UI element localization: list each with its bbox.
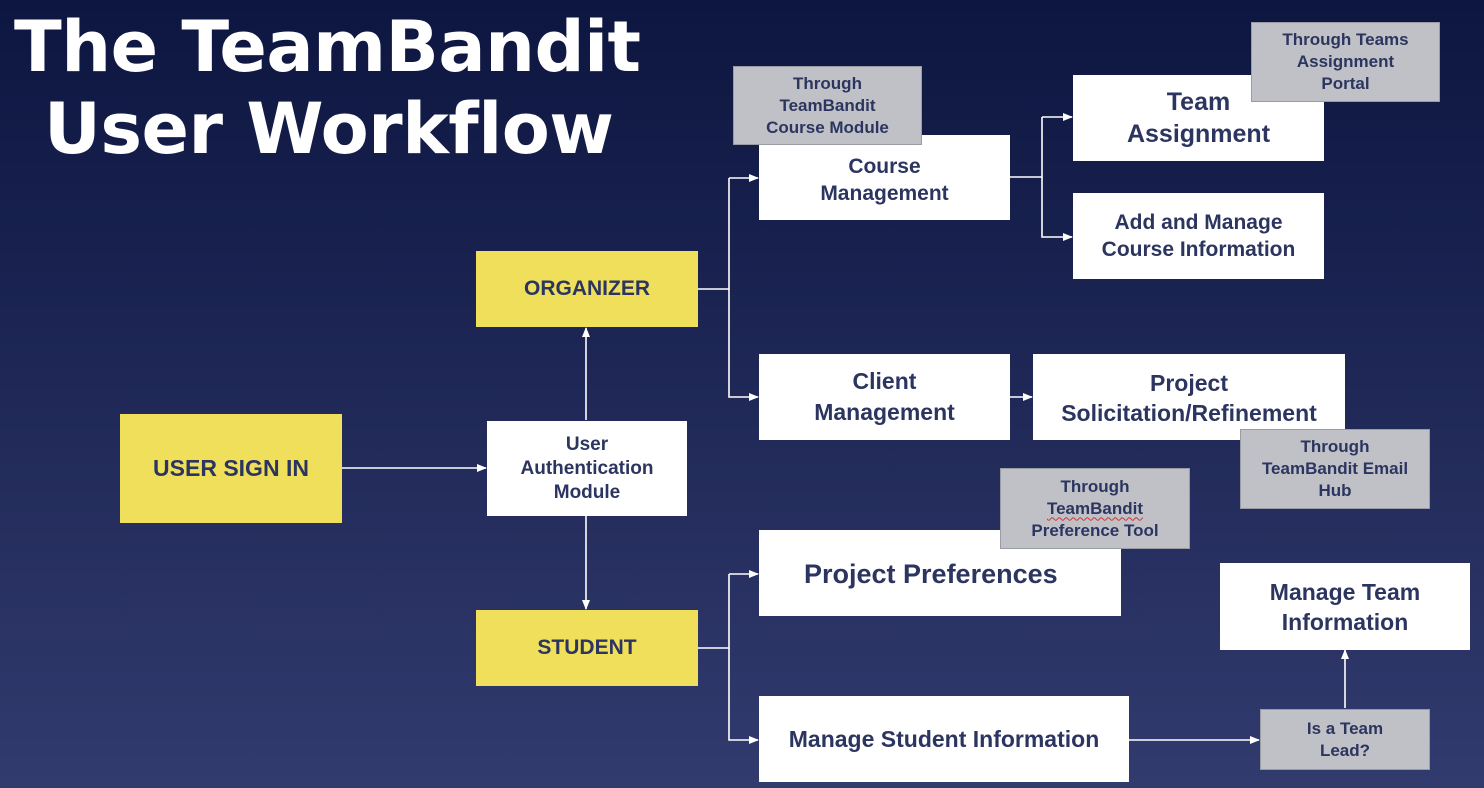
title-line-2: User Workflow bbox=[44, 88, 614, 170]
course-management-node: Course Management bbox=[759, 135, 1010, 220]
team-lead-check-note: Is a Team Lead? bbox=[1260, 709, 1430, 770]
user-sign-in-label: USER SIGN IN bbox=[153, 455, 309, 481]
student-label: STUDENT bbox=[537, 636, 637, 659]
course-management-label: Course Management bbox=[820, 154, 949, 205]
teams-portal-note: Through Teams Assignment Portal bbox=[1251, 22, 1440, 102]
arrow-to-client-management bbox=[728, 289, 759, 401]
add-course-info-node: Add and Manage Course Information bbox=[1073, 193, 1324, 279]
project-preferences-label: Project Preferences bbox=[804, 558, 1058, 589]
arrow-to-manage-student-info bbox=[728, 648, 759, 744]
preference-tool-line-3: Preference Tool bbox=[1031, 520, 1159, 540]
client-management-node: Client Management bbox=[759, 354, 1010, 440]
organizer-node: ORGANIZER bbox=[476, 251, 698, 327]
preference-tool-note: Through TeamBandit Preference Tool bbox=[1000, 468, 1190, 549]
email-hub-note-label: Through TeamBandit Email Hub bbox=[1261, 437, 1409, 500]
manage-student-info-label: Manage Student Information bbox=[788, 725, 1100, 752]
student-node: STUDENT bbox=[476, 610, 698, 686]
title-line-1: The TeamBandit bbox=[14, 6, 641, 88]
teams-portal-note-label: Through Teams Assignment Portal bbox=[1282, 30, 1409, 93]
team-lead-check-label: Is a Team Lead? bbox=[1306, 718, 1384, 760]
arrow-to-add-course-info bbox=[1041, 177, 1073, 241]
user-sign-in-node: USER SIGN IN bbox=[120, 414, 342, 523]
auth-module-label: User Authentication Module bbox=[520, 433, 654, 503]
organizer-label: ORGANIZER bbox=[524, 277, 650, 300]
organizer-branch bbox=[698, 178, 730, 290]
email-hub-note: Through TeamBandit Email Hub bbox=[1240, 429, 1430, 509]
manage-team-info-node: Manage Team Information bbox=[1220, 563, 1470, 650]
diagram-title: The TeamBandit User Workflow bbox=[14, 6, 694, 170]
preference-tool-line-2: TeamBandit bbox=[1046, 498, 1144, 518]
course-module-note: Through TeamBandit Course Module bbox=[733, 66, 922, 145]
preference-tool-line-1: Through bbox=[1060, 476, 1130, 496]
project-solicitation-label: Project Solicitation/Refinement bbox=[1061, 370, 1317, 426]
manage-student-info-node: Manage Student Information bbox=[759, 696, 1129, 782]
add-course-info-label: Add and Manage Course Information bbox=[1101, 211, 1296, 261]
client-management-label: Client Management bbox=[814, 368, 955, 425]
course-branch bbox=[1010, 117, 1043, 178]
team-assignment-label: Team Assignment bbox=[1126, 88, 1271, 148]
student-branch bbox=[698, 574, 730, 649]
manage-team-info-label: Manage Team Information bbox=[1269, 578, 1421, 635]
course-module-note-label: Through TeamBandit Course Module bbox=[766, 73, 889, 137]
preference-tool-note-text: Through TeamBandit Preference Tool bbox=[1031, 476, 1158, 542]
project-solicitation-node: Project Solicitation/Refinement bbox=[1033, 354, 1345, 440]
auth-module-node: User Authentication Module bbox=[487, 421, 687, 516]
